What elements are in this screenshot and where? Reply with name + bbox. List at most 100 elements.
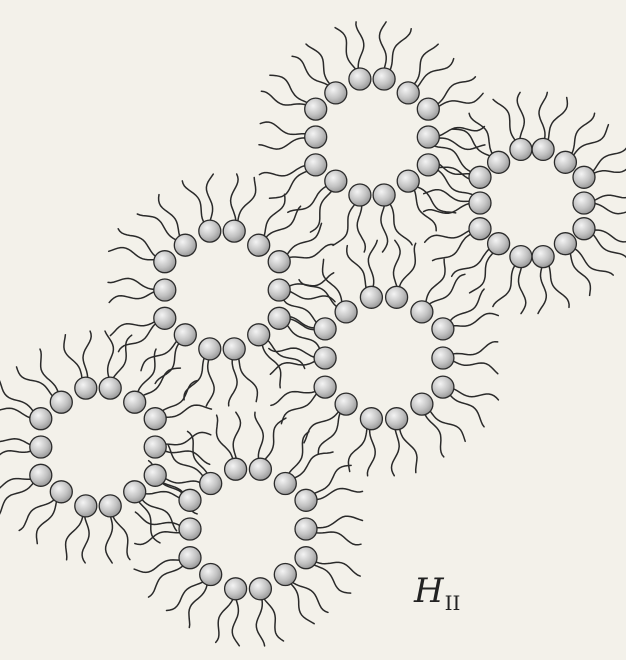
lipid-tail bbox=[182, 181, 206, 223]
lipid-head-group bbox=[30, 436, 52, 458]
lipid-head-group bbox=[573, 166, 595, 188]
lipid-head-group bbox=[305, 154, 327, 176]
phase-label: HII bbox=[414, 574, 460, 608]
lipid-tail bbox=[0, 449, 32, 464]
lipid-tail bbox=[238, 178, 256, 223]
lipid-tail bbox=[206, 358, 214, 406]
lipid-tail bbox=[232, 598, 239, 646]
lipid-tail bbox=[266, 206, 301, 240]
lipid-tail bbox=[367, 428, 375, 476]
lipid-tail bbox=[184, 357, 206, 400]
lipid-tail bbox=[64, 335, 82, 380]
lipid-head-group bbox=[325, 82, 347, 104]
lipid-tail bbox=[168, 445, 203, 478]
lipid-head-group bbox=[469, 166, 491, 188]
lipid-tail bbox=[259, 138, 307, 149]
lipid-tail bbox=[289, 583, 314, 624]
lipid-tail bbox=[333, 203, 356, 245]
lipid-tail bbox=[435, 77, 475, 104]
lipid-tail bbox=[113, 514, 129, 560]
lipid-tail bbox=[381, 204, 388, 252]
lipid-head-group bbox=[349, 68, 371, 90]
lipid-tail bbox=[323, 259, 343, 303]
lipid-head-group bbox=[154, 279, 176, 301]
lipid-head-group bbox=[469, 218, 491, 240]
lipid-head-group bbox=[295, 518, 317, 540]
lipid-tail bbox=[356, 22, 364, 70]
lipid-head-group bbox=[335, 301, 357, 323]
lipid-tail bbox=[149, 563, 184, 597]
lipid-tail bbox=[229, 358, 238, 406]
lipid-head-group bbox=[124, 391, 146, 413]
lipid-tail bbox=[437, 127, 484, 136]
lipid-head-group bbox=[373, 184, 395, 206]
lipid-head-group bbox=[373, 68, 395, 90]
lipid-tail bbox=[519, 266, 526, 314]
lipid-tail bbox=[159, 195, 182, 238]
lipid-head-group bbox=[223, 338, 245, 360]
lipid-tail bbox=[255, 412, 263, 460]
lipid-tail bbox=[105, 331, 113, 379]
lipid-head-group bbox=[179, 547, 201, 569]
lipid-tail bbox=[135, 512, 181, 527]
lipid-tail bbox=[591, 142, 626, 171]
lipid-tail bbox=[591, 234, 626, 263]
lipid-tail bbox=[233, 412, 240, 460]
lipid-tail bbox=[40, 349, 58, 394]
lipid-tail bbox=[260, 122, 307, 135]
lipid-tail bbox=[415, 187, 455, 213]
lipid-tail bbox=[217, 415, 233, 461]
lipid-tail bbox=[315, 516, 363, 528]
lipid-head-group bbox=[325, 170, 347, 192]
lipid-head-group bbox=[349, 184, 371, 206]
lipid-head-group bbox=[179, 518, 201, 540]
lipid-tail bbox=[281, 393, 318, 424]
lipid-head-group bbox=[532, 138, 554, 160]
lipid-tail bbox=[388, 203, 412, 245]
lipid-head-group bbox=[360, 408, 382, 430]
lipid-head-group bbox=[510, 246, 532, 268]
lipid-tail bbox=[83, 331, 91, 379]
lipid-head-group bbox=[75, 377, 97, 399]
lipid-tail bbox=[142, 368, 181, 397]
lipid-tail bbox=[164, 432, 211, 445]
lipid-tail bbox=[142, 497, 177, 531]
lipid-tail bbox=[426, 412, 444, 457]
lipid-head-group bbox=[274, 564, 296, 586]
lipid-head-group bbox=[200, 473, 222, 495]
lipid-tail bbox=[216, 597, 233, 642]
lipid-tail bbox=[547, 265, 569, 308]
lipid-tail bbox=[335, 28, 356, 71]
lipid-tail bbox=[570, 113, 595, 154]
lipid-head-group bbox=[386, 286, 408, 308]
lipid-head-group bbox=[124, 481, 146, 503]
lipid-tail bbox=[0, 481, 34, 515]
lipid-tail bbox=[270, 75, 309, 103]
lipid-head-group bbox=[223, 220, 245, 242]
lipid-head-group bbox=[554, 151, 576, 173]
lipid-head-group bbox=[305, 98, 327, 120]
lipid-tail bbox=[270, 360, 316, 374]
lipid-head-group bbox=[432, 347, 454, 369]
lipid-tail bbox=[412, 44, 438, 85]
lipid-tail bbox=[313, 465, 351, 494]
lipid-tail bbox=[429, 274, 465, 306]
lipid-tail bbox=[108, 278, 156, 289]
lipid-tail bbox=[264, 597, 283, 641]
lipid-tail bbox=[452, 342, 498, 356]
lipid-head-group bbox=[225, 458, 247, 480]
lipid-head-group bbox=[154, 251, 176, 273]
lipid-head-group bbox=[200, 564, 222, 586]
lipid-head-group bbox=[488, 151, 510, 173]
lipid-tail bbox=[139, 500, 160, 543]
lipid-head-group bbox=[397, 170, 419, 192]
lipid-head-group bbox=[386, 408, 408, 430]
lipid-tail bbox=[452, 129, 491, 157]
lipid-tail bbox=[570, 252, 591, 296]
lipid-tail bbox=[539, 92, 547, 140]
lipid-tail bbox=[306, 44, 332, 85]
lipid-tail bbox=[19, 497, 54, 530]
lipid-head-group bbox=[417, 126, 439, 148]
lipid-tail bbox=[380, 22, 387, 70]
lipid-head-group bbox=[179, 489, 201, 511]
